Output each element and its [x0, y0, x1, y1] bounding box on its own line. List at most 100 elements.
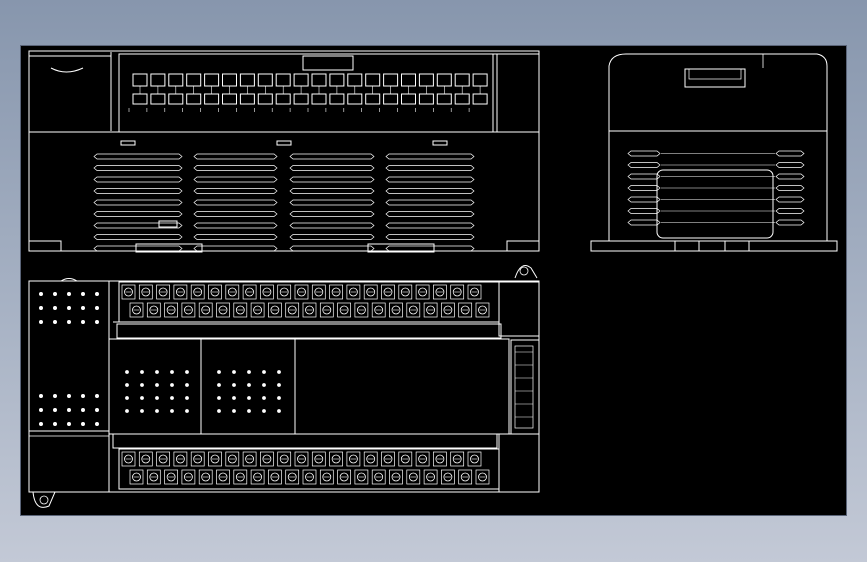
- top-terminal-screw-lower: [121, 451, 136, 467]
- front-terminal-lower: [239, 93, 255, 105]
- front-terminal-lower: [150, 93, 166, 105]
- side-vent-slot: [627, 173, 661, 180]
- top-io-dot: [217, 383, 221, 387]
- top-terminal-screw-upper: [250, 302, 265, 318]
- top-terminal-screw-head-upper: [443, 305, 453, 315]
- top-io-dot: [155, 383, 159, 387]
- front-terminal-upper: [472, 73, 488, 87]
- top-io-dot: [277, 383, 281, 387]
- front-vent-slot: [385, 153, 475, 160]
- top-terminal-screw-upper: [415, 284, 430, 300]
- top-terminal-screw-head-upper: [331, 287, 341, 297]
- front-vent-slot: [289, 165, 375, 171]
- top-terminal-screw-upper: [198, 302, 213, 318]
- top-terminal-screw-head-lower: [279, 454, 289, 464]
- top-terminal-screw-upper: [121, 284, 136, 300]
- top-terminal-screw-head-upper: [435, 287, 445, 297]
- top-lower-cover: [112, 433, 498, 449]
- top-terminal-screw-head-lower: [374, 472, 384, 482]
- side-vent-slot: [627, 185, 661, 191]
- top-terminal-screw-head-lower: [443, 472, 453, 482]
- front-vent-slot: [193, 234, 278, 240]
- front-terminal-upper: [293, 73, 309, 87]
- front-terminal-upper: [365, 73, 381, 87]
- top-terminal-screw-head-upper: [132, 305, 141, 315]
- top-io-dot: [262, 383, 266, 387]
- front-terminal-lower: [132, 93, 148, 105]
- top-terminal-screw-head-upper: [262, 287, 272, 297]
- front-vent-slot: [385, 199, 475, 206]
- front-din-clip-left: [135, 243, 203, 253]
- top-io-dot: [232, 370, 236, 374]
- top-terminal-screw-head-lower: [305, 472, 314, 482]
- top-terminal-screw-head-upper: [253, 305, 263, 315]
- side-center-panel: [656, 169, 774, 239]
- top-terminal-screw-lower: [156, 451, 170, 467]
- top-terminal-screw-head-upper: [201, 305, 211, 315]
- top-terminal-screw-head-lower: [297, 454, 306, 464]
- top-terminal-screw-head-upper: [356, 305, 366, 315]
- front-terminal-upper: [222, 73, 237, 87]
- front-vent-slot: [193, 176, 278, 183]
- top-io-dot: [185, 383, 189, 387]
- top-terminal-screw-upper: [329, 284, 343, 300]
- top-io-dot: [247, 409, 251, 413]
- top-io-dot: [125, 396, 129, 400]
- top-expansion-port-inner: [514, 345, 534, 429]
- top-terminal-screw-lower: [346, 451, 361, 467]
- top-io-dot: [140, 370, 144, 374]
- top-terminal-screw-lower: [242, 451, 257, 467]
- top-terminal-screw-head-upper: [297, 287, 306, 297]
- top-terminal-screw-head-lower: [149, 472, 159, 482]
- top-left-dot: [67, 393, 72, 398]
- top-terminal-screw-upper: [173, 284, 188, 300]
- front-vent-slot: [193, 199, 278, 206]
- top-terminal-screw-head-upper: [218, 305, 228, 315]
- front-vent-slot: [289, 222, 375, 229]
- top-terminal-screw-head-upper: [348, 287, 358, 297]
- top-terminal-screw-head-lower: [435, 454, 445, 464]
- top-terminal-screw-upper: [260, 284, 274, 300]
- top-terminal-screw-head-lower: [356, 472, 366, 482]
- front-terminal-lower: [347, 93, 363, 105]
- top-terminal-screw-head-lower: [124, 454, 133, 464]
- top-terminal-screw-upper: [138, 284, 153, 300]
- top-terminal-screw-lower: [164, 469, 178, 485]
- top-io-dot: [170, 409, 174, 413]
- top-terminal-screw-head-upper: [305, 305, 314, 315]
- top-terminal-screw-head-upper: [158, 287, 168, 297]
- top-terminal-screw-head-upper: [245, 287, 255, 297]
- top-terminal-screw-head-lower: [175, 454, 185, 464]
- top-io-dot: [277, 396, 281, 400]
- top-left-dot: [38, 319, 43, 324]
- top-terminal-screw-lower: [319, 469, 334, 485]
- top-left-dot: [67, 319, 72, 324]
- top-terminal-screw-head-lower: [383, 454, 393, 464]
- top-terminal-screw-head-upper: [287, 305, 297, 315]
- top-terminal-screw-lower: [173, 451, 188, 467]
- top-io-dot: [217, 370, 221, 374]
- top-io-dot: [125, 370, 129, 374]
- side-vent-slot: [627, 150, 661, 157]
- top-io-dot: [277, 370, 281, 374]
- top-terminal-screw-lower: [329, 451, 343, 467]
- top-terminal-screw-head-upper: [366, 287, 376, 297]
- front-vent-slot: [93, 211, 183, 217]
- front-terminal-lower: [257, 93, 273, 105]
- top-terminal-screw-head-upper: [460, 305, 470, 315]
- top-terminal-screw-lower: [260, 451, 274, 467]
- top-terminal-screw-head-lower: [478, 472, 487, 482]
- top-terminal-screw-head-lower: [262, 454, 272, 464]
- top-terminal-screw-head-lower: [270, 472, 280, 482]
- top-terminal-screw-lower: [285, 469, 300, 485]
- top-terminal-screw-head-upper: [279, 287, 289, 297]
- front-vent-slot: [93, 199, 183, 206]
- cad-drawing-viewport[interactable]: [20, 45, 847, 516]
- top-terminal-screw-lower: [129, 469, 144, 485]
- front-vent-slot: [385, 245, 475, 252]
- top-right-upper-block: [498, 281, 540, 337]
- top-left-dot: [95, 407, 100, 412]
- top-io-dot: [262, 370, 266, 374]
- top-terminal-screw-lower: [277, 451, 292, 467]
- top-terminal-screw-head-lower: [339, 472, 349, 482]
